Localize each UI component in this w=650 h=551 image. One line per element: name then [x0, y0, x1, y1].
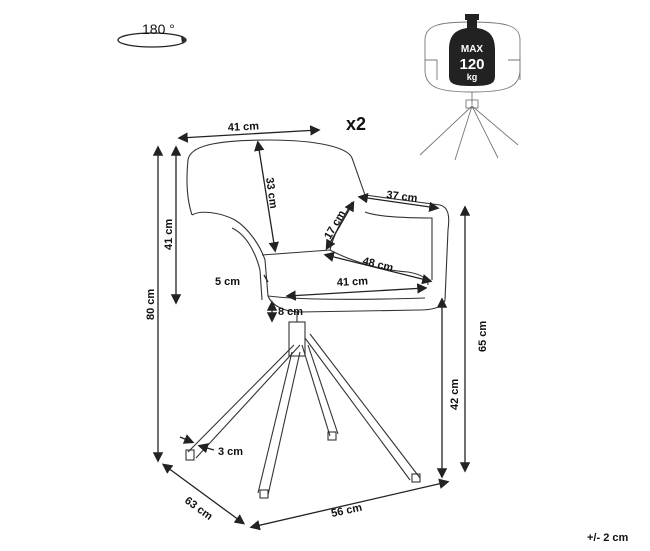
weight-max-label: MAX	[461, 44, 484, 55]
weight-unit: kg	[467, 72, 478, 82]
small-chair-icon	[419, 21, 521, 161]
quantity-label: x2	[346, 114, 366, 134]
dim-leg-width: 3 cm	[218, 446, 243, 458]
tolerance-note: +/- 2 cm	[587, 532, 628, 544]
weight-value: 120	[459, 56, 484, 73]
dim-armrest-height: 17 cm	[322, 208, 348, 241]
dim-seat-thickness: 8 cm	[278, 306, 303, 318]
dim-total-height: 80 cm	[145, 289, 157, 320]
dim-seat-arm-gap: 5 cm	[215, 276, 240, 288]
dim-arm-height: 65 cm	[477, 321, 489, 352]
rotation-icon	[117, 32, 187, 48]
dim-armrest-length: 37 cm	[386, 189, 419, 205]
rotation-label: 180 °	[142, 21, 175, 37]
dimension-lines	[152, 125, 471, 531]
dim-seat-depth: 48 cm	[361, 255, 394, 274]
dim-seat-width: 41 cm	[337, 275, 369, 289]
dim-width: 56 cm	[330, 502, 363, 520]
dim-seat-height: 42 cm	[449, 379, 461, 410]
dim-top-width: 41 cm	[228, 120, 260, 134]
weight-badge-icon	[449, 14, 495, 86]
dim-back-total: 41 cm	[163, 219, 175, 250]
dim-back-height: 33 cm	[263, 177, 279, 210]
